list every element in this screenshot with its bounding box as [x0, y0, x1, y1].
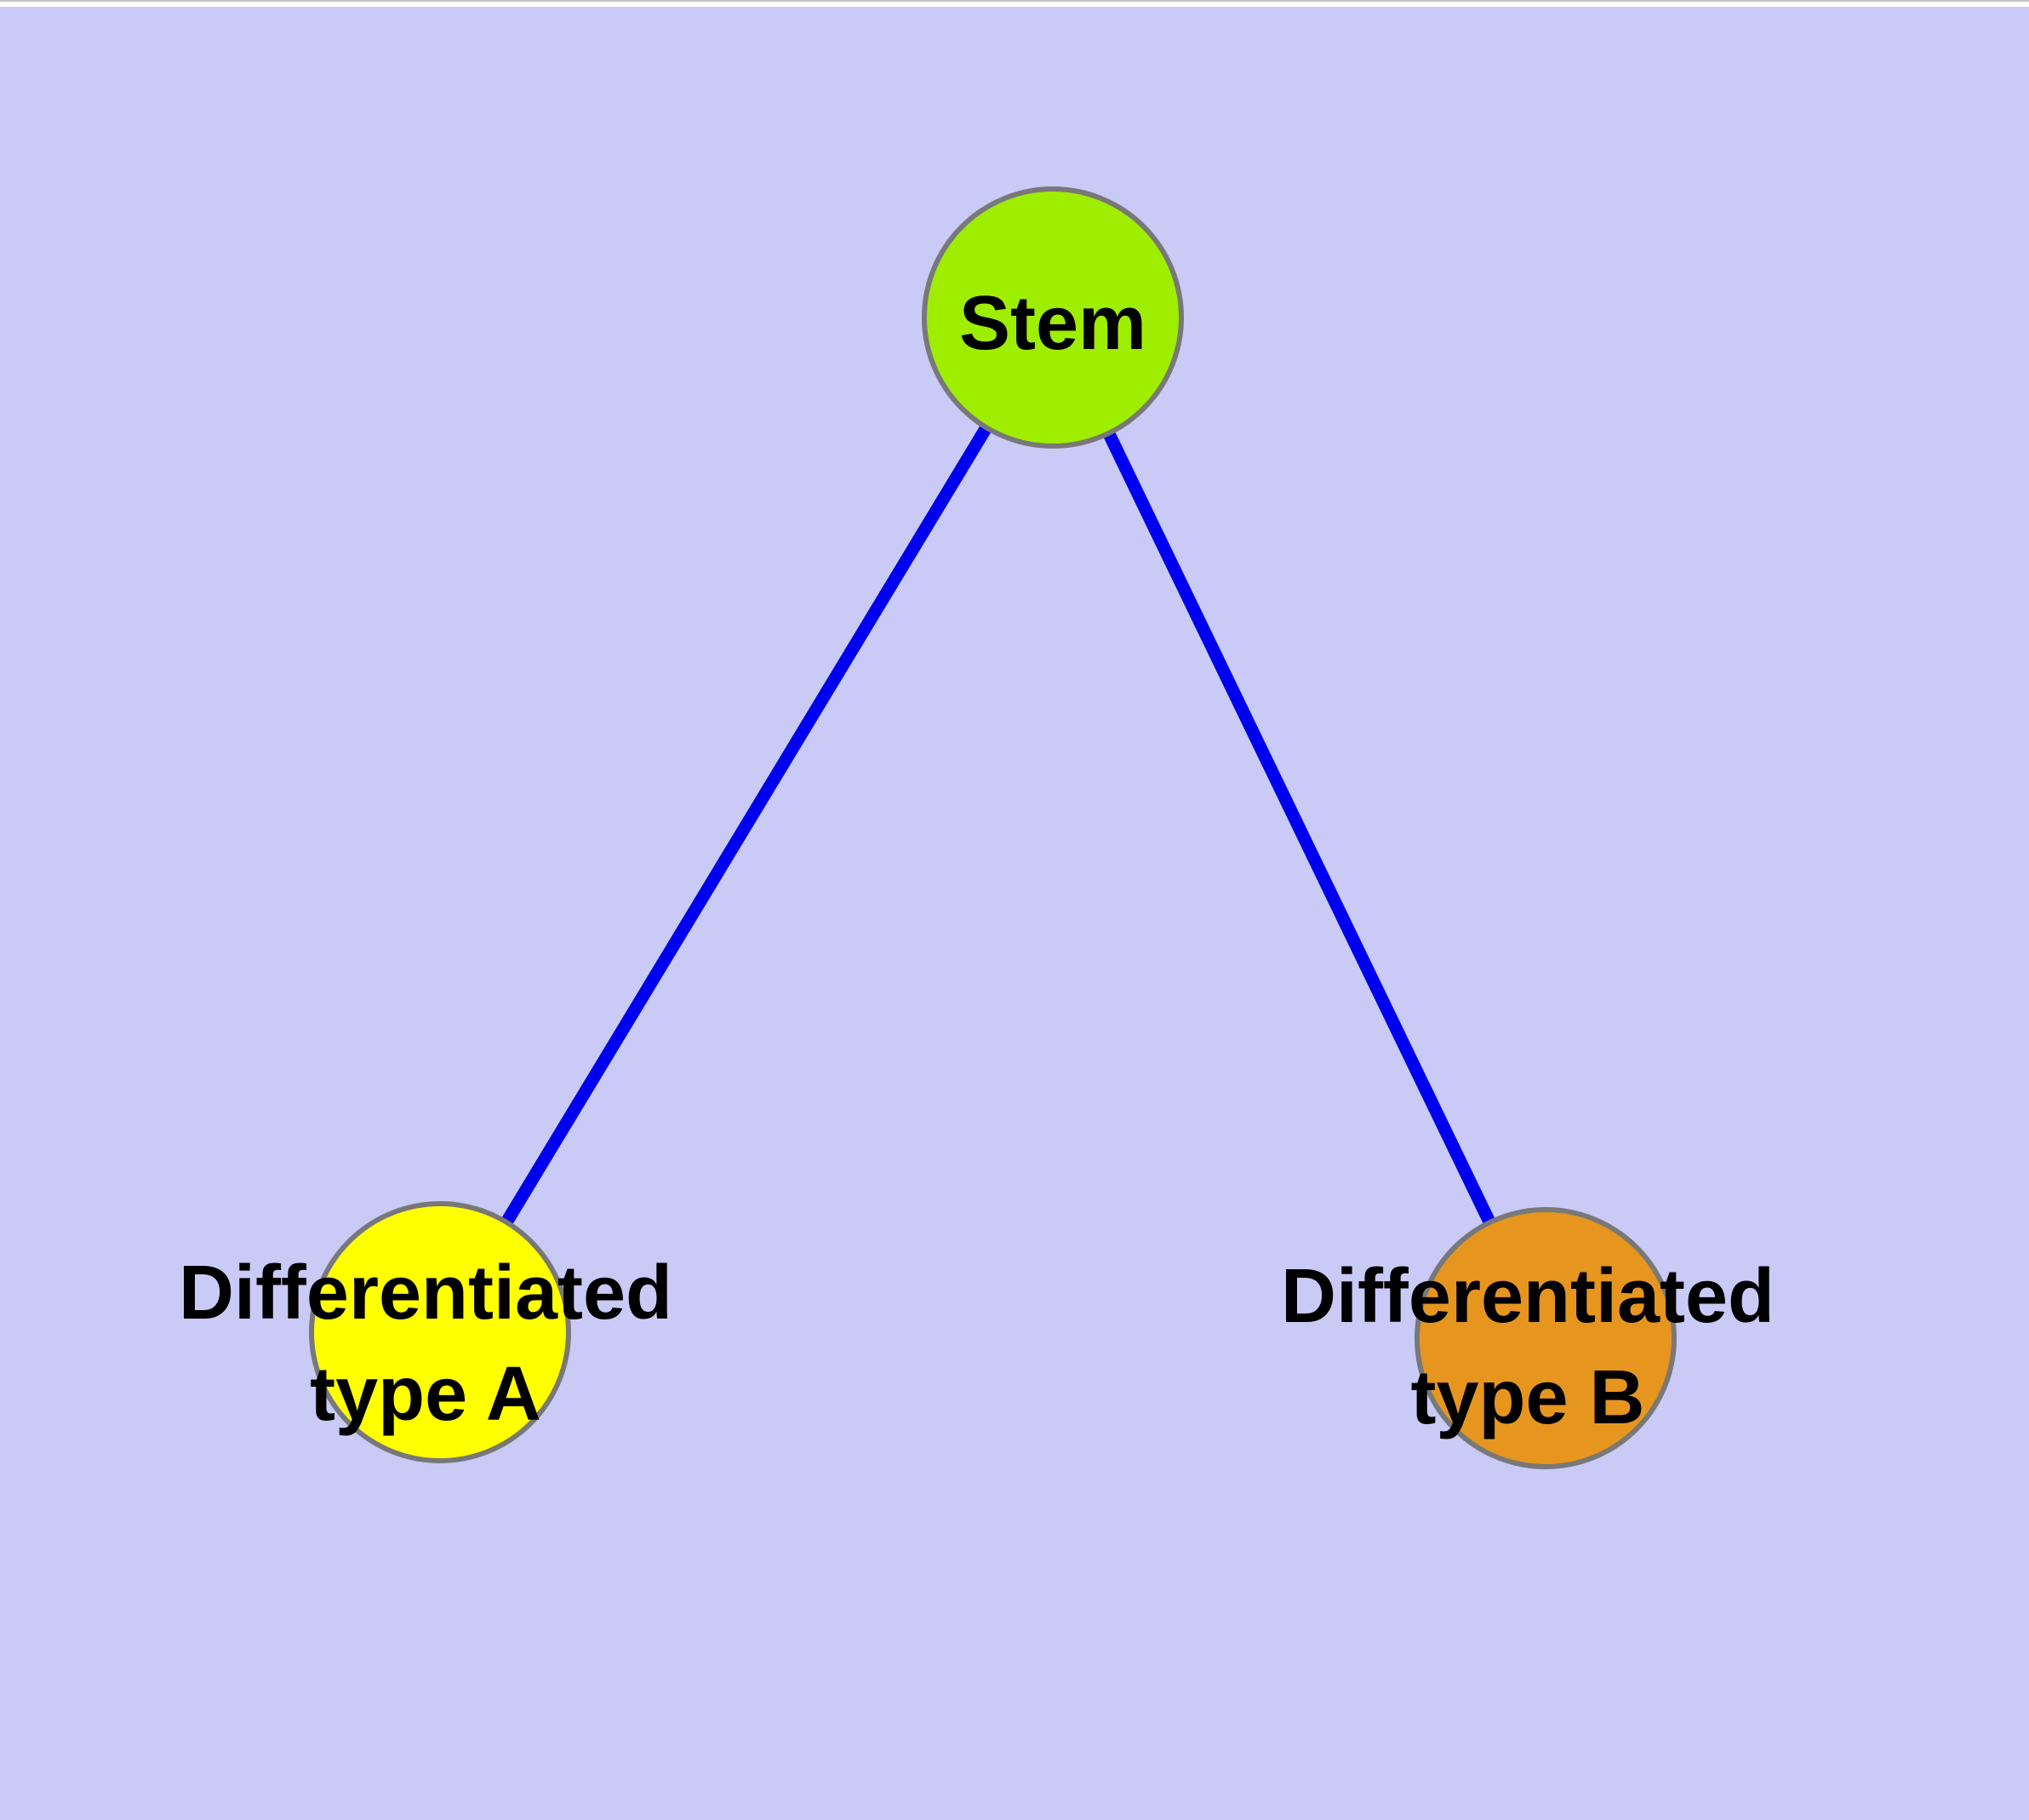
- edge-stem-to-type-b: [1047, 314, 1552, 1342]
- node-type-b-label-line1: Differentiated: [1281, 1254, 1775, 1339]
- node-type-a-label-line1: Differentiated: [179, 1251, 672, 1336]
- edge-stem-to-type-a: [434, 314, 1059, 1336]
- node-stem-label: Stem: [959, 281, 1146, 366]
- top-hairline: [0, 0, 2029, 2]
- node-stem: [922, 186, 1184, 449]
- node-type-b-label-line2: type B: [1410, 1355, 1644, 1440]
- node-type-a-label-line2: type A: [310, 1352, 541, 1437]
- node-differentiated-type-a: [309, 1201, 571, 1463]
- node-differentiated-type-b: [1415, 1207, 1677, 1469]
